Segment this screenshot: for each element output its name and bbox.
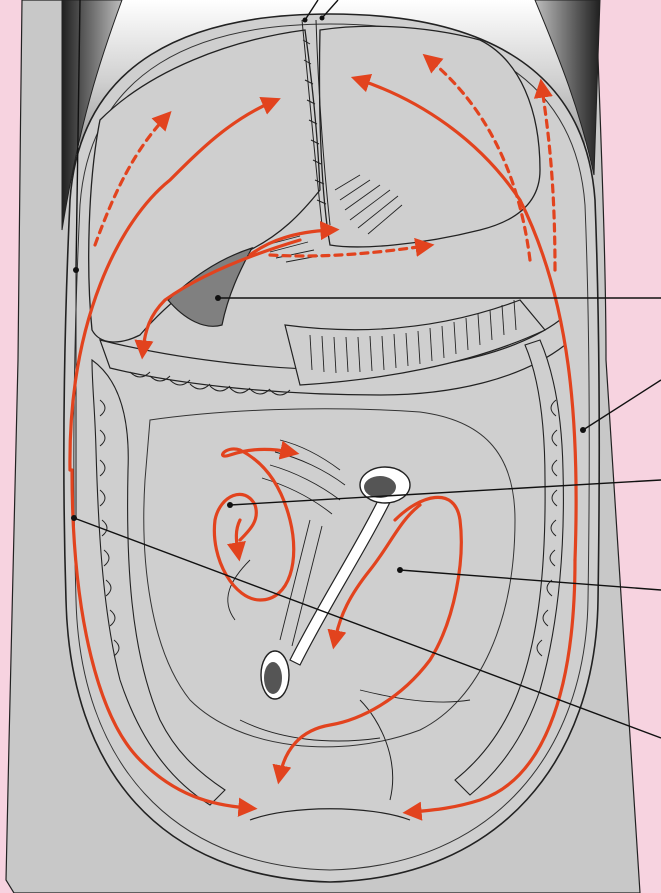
mesentery-root-lower-shadow <box>264 662 282 694</box>
mesentery-root-upper-shadow <box>364 476 396 498</box>
